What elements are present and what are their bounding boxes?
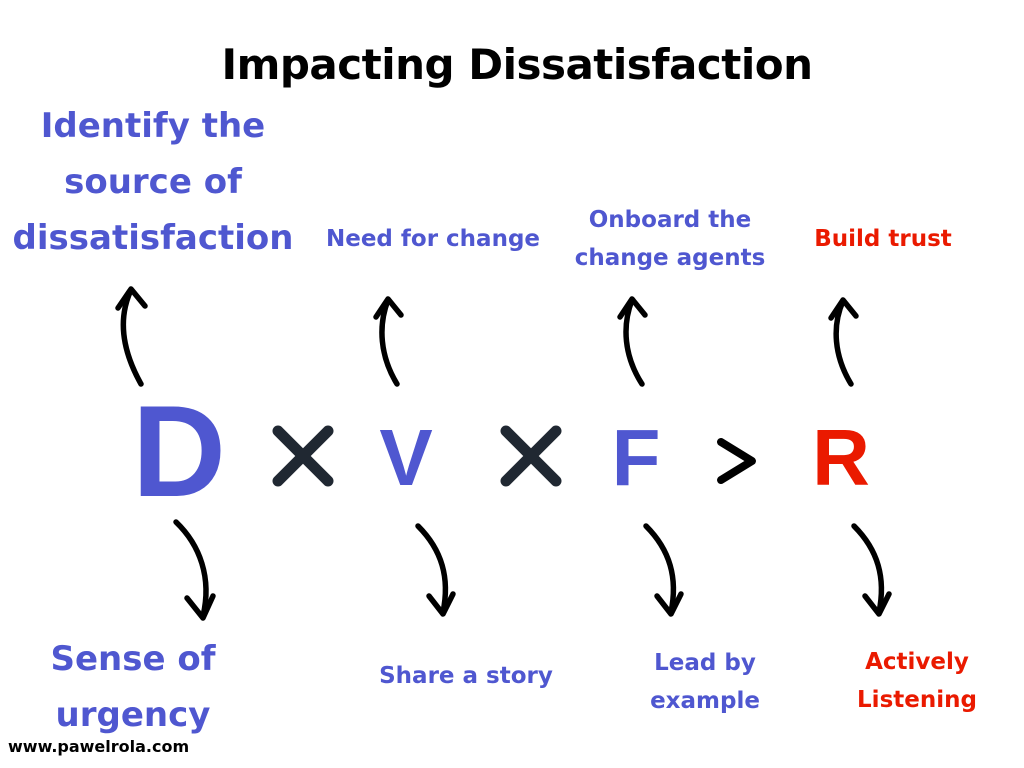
d-top-note: Identify the source of dissatisfaction <box>0 98 306 266</box>
d-top-note-line3: dissatisfaction <box>12 218 294 258</box>
r-down-arrow-icon <box>851 523 892 617</box>
times-symbol-icon-2 <box>500 425 562 487</box>
f-bottom-note-line2: example <box>650 688 760 714</box>
f-top-note-line1: Onboard the <box>588 207 752 233</box>
formula-letter-d: D <box>132 378 226 524</box>
d-top-note-line2: source of <box>64 162 242 202</box>
operator-marks <box>272 425 562 487</box>
arrow-marks <box>115 286 892 621</box>
r-bottom-note-line1: Actively <box>865 649 969 675</box>
v-top-note-line1: Need for change <box>325 226 541 252</box>
r-up-arrow-icon <box>828 297 859 387</box>
greater-than-symbol-icon <box>717 438 756 484</box>
r-top-note-line1: Build trust <box>814 226 952 252</box>
formula-letter-v: V <box>379 413 433 502</box>
r-top-note: Build trust <box>798 220 968 258</box>
f-up-arrow-icon <box>617 296 648 387</box>
times-symbol-icon-1 <box>272 425 334 487</box>
d-top-note-line1: Identify the <box>40 106 266 146</box>
v-top-note: Need for change <box>318 220 548 258</box>
d-bottom-note-line1: Sense of <box>50 639 216 679</box>
f-bottom-note: Lead by example <box>626 644 784 720</box>
formula-letter-r: R <box>812 413 870 502</box>
formula-letter-f: F <box>611 413 661 502</box>
r-bottom-note: Actively Listening <box>840 643 994 719</box>
page-title: Impacting Dissatisfaction <box>221 40 813 89</box>
v-bottom-note-line1: Share a story <box>379 663 553 689</box>
f-down-arrow-icon <box>643 523 684 617</box>
v-up-arrow-icon <box>373 296 404 387</box>
f-top-note-line2: change agents <box>574 245 766 271</box>
d-bottom-note: Sense of urgency <box>20 631 246 743</box>
r-bottom-note-line2: Listening <box>857 687 977 713</box>
d-up-arrow-icon <box>115 286 148 387</box>
v-down-arrow-icon <box>415 523 456 617</box>
d-down-arrow-icon <box>173 519 216 621</box>
d-bottom-note-line2: urgency <box>55 695 211 735</box>
f-top-note: Onboard the change agents <box>560 201 780 277</box>
v-bottom-note: Share a story <box>366 657 566 695</box>
website-footer: www.pawelrola.com <box>8 737 190 756</box>
f-bottom-note-line1: Lead by <box>654 650 756 676</box>
